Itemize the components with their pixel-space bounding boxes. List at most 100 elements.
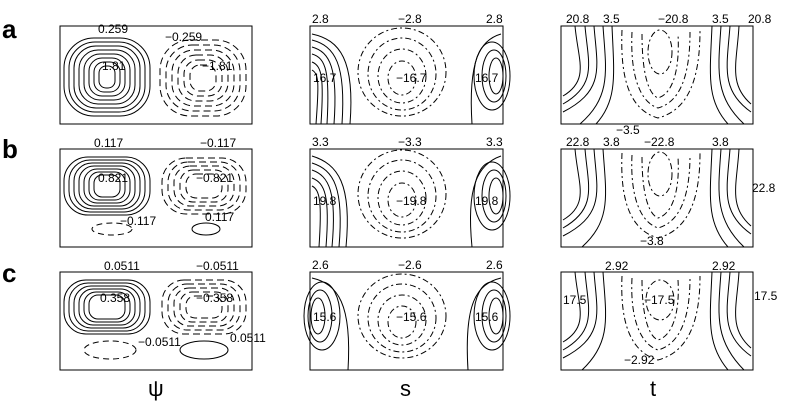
right-wall-contours: [709, 271, 752, 371]
left-wall-contours: [303, 277, 350, 371]
left-wall-contours: [562, 148, 607, 248]
contour-label: 17.5: [563, 293, 587, 307]
column-label-psi: ψ: [148, 376, 164, 401]
contours-a-psi: [63, 37, 247, 117]
contour-label: 2.6: [486, 258, 503, 272]
center-dashdot-contours: [357, 149, 447, 239]
secondary-positive-cell: [179, 340, 229, 360]
contour-label: −0.117: [200, 136, 236, 150]
contours-c-t: [562, 271, 752, 371]
row-label-a: a: [2, 14, 17, 44]
row-label-b: b: [2, 134, 18, 164]
center-dashdot-contours: [357, 27, 447, 117]
contour-label: −3.3: [398, 135, 422, 149]
contour-label: −0.259: [165, 30, 202, 44]
contour-label: 19.8: [475, 194, 499, 208]
negative-cell: [161, 279, 247, 335]
contour-label: −16.7: [396, 71, 427, 85]
contour-label: −0.821: [196, 171, 233, 185]
contour-label: 0.117: [205, 210, 234, 224]
contour-label: 19.8: [313, 194, 337, 208]
panel-frame-a-psi: [59, 25, 253, 125]
contour-label: −2.6: [398, 258, 422, 272]
contour-label: 2.92: [605, 259, 629, 273]
contour-label: 2.8: [486, 12, 503, 26]
contour-label: −0.0511: [196, 259, 239, 273]
contour-label: 3.3: [312, 135, 329, 149]
contour-label: 3.8: [603, 135, 620, 149]
panel-frame-b-psi: [59, 148, 253, 248]
panel-frame-b-t: [560, 148, 754, 248]
left-wall-contours: [562, 271, 607, 371]
contour-label: 0.0511: [104, 259, 140, 273]
positive-cell: [63, 37, 151, 117]
contour-label: −0.0511: [138, 335, 181, 349]
contour-label: 0.821: [98, 171, 128, 185]
contour-label: 2.92: [712, 259, 736, 273]
contour-label: −22.8: [644, 135, 675, 149]
secondary-positive-cell: [191, 222, 221, 236]
negative-cell: [159, 39, 247, 117]
contour-label: 22.8: [752, 181, 776, 195]
contour-label: 2.6: [312, 258, 329, 272]
right-wall-contours: [709, 25, 752, 125]
column-label-t: t: [650, 376, 656, 401]
positive-cell: [63, 156, 151, 216]
contour-label: 0.259: [98, 22, 128, 36]
contours-b-s: [311, 149, 511, 248]
right-wall-contours: [470, 33, 511, 125]
contour-label: −2.92: [624, 353, 655, 367]
left-wall-contours: [311, 33, 352, 125]
center-dashdot-contours: [621, 29, 701, 119]
contours-c-s: [303, 273, 511, 371]
contour-label: 20.8: [566, 12, 590, 26]
contours-a-t: [562, 25, 752, 125]
contour-label: 0.358: [100, 291, 130, 305]
left-wall-contours: [562, 25, 615, 125]
contour-label: −1.81: [202, 59, 233, 73]
right-wall-contours: [469, 155, 511, 248]
contour-label: 3.5: [712, 12, 729, 26]
contour-label: −19.8: [396, 194, 427, 208]
contour-label: 3.5: [603, 12, 620, 26]
contour-label: −3.8: [640, 234, 664, 248]
panel-frame-c-psi: [59, 271, 253, 371]
contour-label: 0.117: [94, 136, 123, 150]
contour-label: −3.5: [616, 123, 640, 137]
right-wall-contours: [466, 277, 511, 371]
contour-label: −15.6: [396, 310, 427, 324]
negative-cell: [161, 157, 247, 215]
contour-label: 3.3: [486, 135, 503, 149]
panel-frame-c-t: [560, 271, 754, 371]
contours-a-s: [311, 27, 511, 125]
contour-label: 3.8: [712, 135, 729, 149]
contour-label: 17.5: [754, 289, 778, 303]
contour-label: 0.0511: [230, 331, 266, 345]
right-wall-contours: [709, 148, 752, 248]
contour-label: 1.81: [102, 59, 126, 73]
center-dashdot-contours: [357, 273, 447, 359]
contour-label: −0.117: [120, 214, 156, 228]
contour-label: 16.7: [475, 71, 499, 85]
center-dashdot-contours: [621, 151, 701, 239]
contour-label: 2.8: [312, 12, 329, 26]
row-label-c: c: [2, 258, 16, 288]
center-dashdot-contours: [621, 275, 701, 361]
contour-label: −2.8: [398, 12, 422, 26]
contour-label: −0.358: [196, 291, 233, 305]
positive-cell: [63, 279, 151, 335]
contour-label: 15.6: [313, 310, 337, 324]
contours-c-psi: [63, 279, 247, 360]
contours-b-psi: [63, 156, 247, 236]
contour-label: −17.5: [644, 293, 675, 307]
column-label-s: s: [400, 376, 411, 401]
contour-label: 20.8: [748, 12, 772, 26]
left-wall-contours: [311, 155, 348, 248]
contour-label: 16.7: [313, 71, 337, 85]
contours-b-t: [562, 148, 752, 248]
panel-frame-a-t: [560, 25, 754, 125]
contour-label: 22.8: [566, 135, 590, 149]
secondary-negative-cell: [91, 222, 133, 236]
secondary-negative-cell: [83, 340, 137, 360]
